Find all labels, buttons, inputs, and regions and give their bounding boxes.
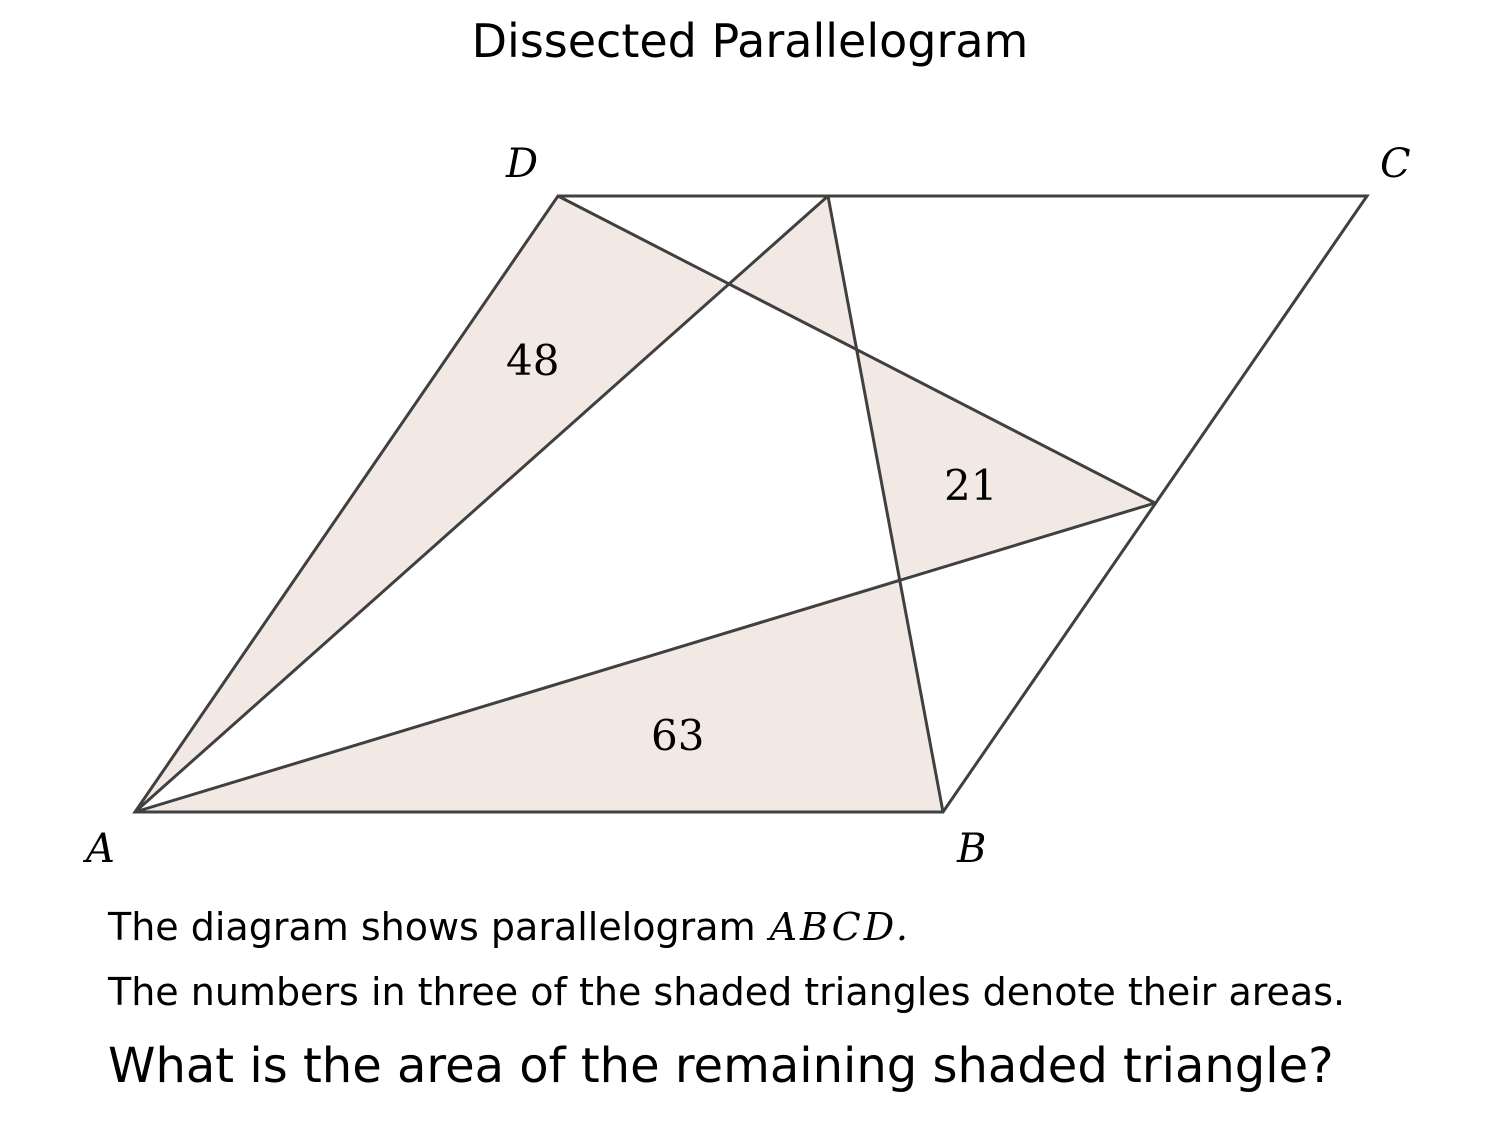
shaded-triangle-48 [135, 196, 726, 812]
parallelogram-name: ABCD. [769, 905, 911, 949]
segment-top-point-to-b [826, 195, 945, 813]
area-label-21: 21 [944, 461, 997, 510]
vertex-label-c: C [1380, 141, 1411, 187]
vertex-label-b: B [956, 826, 986, 872]
shaded-triangle-top [726, 196, 855, 350]
parallelogram-outline [132, 194, 1370, 814]
vertex-label-a: A [82, 826, 115, 872]
description-line-1: The diagram shows parallelogram ABCD. [108, 905, 911, 949]
segment-a-to-top-point [134, 194, 829, 814]
description-line-2: The numbers in three of the shaded trian… [108, 970, 1346, 1014]
area-label-63: 63 [651, 711, 704, 760]
shaded-triangle-21 [855, 350, 1155, 578]
question-text: What is the area of the remaining shaded… [108, 1038, 1334, 1094]
shaded-triangle-63 [135, 578, 943, 812]
page-title: Dissected Parallelogram [471, 14, 1029, 68]
vertex-label-d: D [505, 141, 538, 187]
area-label-48: 48 [506, 336, 559, 385]
description-text: The diagram shows parallelogram [108, 905, 756, 949]
segment-a-to-side-point [134, 501, 1156, 814]
